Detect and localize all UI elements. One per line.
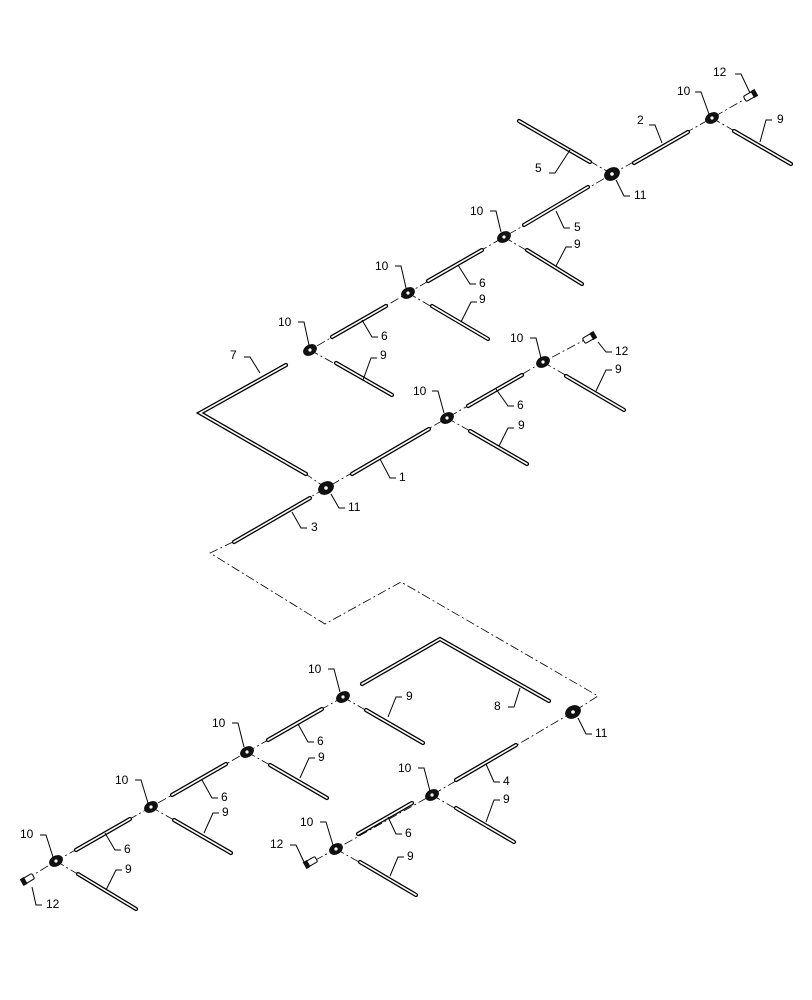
- callout-label: 6: [124, 842, 131, 856]
- callout-label: 12: [615, 344, 629, 358]
- callout-label: 12: [46, 897, 60, 911]
- callout-label: 1: [399, 470, 406, 484]
- callout-label: 9: [380, 348, 387, 362]
- callout-label: 9: [574, 237, 581, 251]
- centerlines: [24, 94, 791, 911]
- tube-6-b: [329, 303, 389, 340]
- tube-9-d: [333, 360, 395, 398]
- tube-6-d: [355, 800, 415, 837]
- tube-6-c: [465, 372, 525, 409]
- tube-9-g: [453, 805, 517, 845]
- cross-fitting: [604, 167, 620, 181]
- callout-label: 9: [479, 292, 486, 306]
- callout-label: 10: [413, 384, 427, 398]
- callout-label: 3: [311, 520, 318, 534]
- callout-label: 9: [518, 418, 525, 432]
- tube-6-f: [169, 761, 229, 798]
- callout-label: 2: [637, 113, 644, 127]
- callout-label: 10: [398, 761, 412, 775]
- tee-fitting: [144, 801, 158, 813]
- callout-label: 10: [308, 662, 322, 676]
- end-plug: [302, 856, 318, 869]
- end-plug: [743, 89, 759, 102]
- tee-fitting: [49, 855, 63, 867]
- callout-label: 12: [270, 837, 284, 851]
- cross-fitting: [318, 481, 334, 495]
- tee-fitting: [497, 231, 511, 243]
- tube-2: [631, 129, 691, 166]
- callout-label: 10: [212, 716, 226, 730]
- callout-label: 9: [777, 112, 784, 126]
- callout-label: 10: [20, 827, 34, 841]
- tubes: [73, 118, 794, 912]
- callout-label: 5: [535, 161, 542, 175]
- tee-fitting: [240, 746, 254, 758]
- tube-5-b: [521, 184, 591, 228]
- callout-label: 7: [230, 348, 237, 362]
- end-plugs: [19, 89, 759, 886]
- callout-label: 10: [115, 773, 129, 787]
- tee-fitting: [425, 789, 439, 801]
- tube-9-f: [467, 428, 530, 467]
- tee-fitting: [440, 412, 454, 424]
- tube-9-k: [171, 817, 234, 856]
- tube-4: [453, 742, 519, 783]
- tube-9-j: [267, 762, 330, 801]
- tee-fitting: [303, 344, 317, 356]
- tube-3: [231, 495, 313, 545]
- callout-label: 11: [348, 500, 361, 514]
- callout-label: 6: [479, 276, 486, 290]
- callout-label: 9: [407, 849, 414, 863]
- tube-9-h: [357, 859, 419, 898]
- leader-lines: [31, 73, 772, 906]
- tube-1: [349, 426, 432, 477]
- tee-fitting: [329, 843, 343, 855]
- tee-fitting: [705, 112, 719, 124]
- cross-fitting: [565, 705, 581, 719]
- callout-label: 10: [278, 315, 292, 329]
- tube-6-a: [425, 247, 485, 284]
- callout-label: 11: [634, 188, 647, 202]
- callout-label: 8: [494, 699, 501, 713]
- tube-8: [359, 636, 552, 704]
- callout-label: 9: [125, 862, 132, 876]
- callout-label: 10: [470, 204, 484, 218]
- tube-9-c: [429, 303, 491, 342]
- callout-label: 12: [713, 65, 727, 79]
- callout-label: 9: [318, 750, 325, 764]
- callout-label: 4: [503, 774, 510, 788]
- end-plug: [582, 331, 598, 344]
- callout-label: 9: [503, 792, 510, 806]
- tube-6-e: [265, 706, 325, 743]
- callout-label: 6: [317, 734, 324, 748]
- tube-9-l: [75, 871, 139, 912]
- callout-label: 6: [381, 329, 388, 343]
- tee-fitting: [401, 287, 415, 299]
- callout-label: 6: [517, 398, 524, 412]
- fittings: [49, 112, 719, 867]
- tube-9-b: [524, 247, 585, 287]
- tube-7: [195, 362, 309, 477]
- callout-label: 11: [595, 726, 608, 740]
- callout-label: 5: [574, 220, 581, 234]
- callout-label: 9: [406, 689, 413, 703]
- callout-label: 6: [405, 826, 412, 840]
- tube-5-a: [516, 118, 593, 165]
- tee-fitting: [536, 356, 550, 368]
- callout-label: 10: [300, 815, 314, 829]
- tube-9-i: [363, 707, 426, 746]
- callout-label: 6: [221, 790, 228, 804]
- callout-label: 10: [677, 84, 691, 98]
- tube-9-a: [731, 128, 794, 167]
- callout-label: 9: [615, 362, 622, 376]
- tee-fitting: [336, 691, 350, 703]
- end-plug: [19, 873, 35, 886]
- callout-label: 10: [375, 259, 389, 273]
- callout-label: 10: [510, 331, 524, 345]
- tube-6-g: [73, 816, 133, 853]
- tube-9-e: [563, 373, 627, 413]
- callout-label: 9: [222, 805, 229, 819]
- callouts: 12 10 2 9 5 11 5 10 9 10 6 9 10 6 7 9 10…: [20, 65, 784, 911]
